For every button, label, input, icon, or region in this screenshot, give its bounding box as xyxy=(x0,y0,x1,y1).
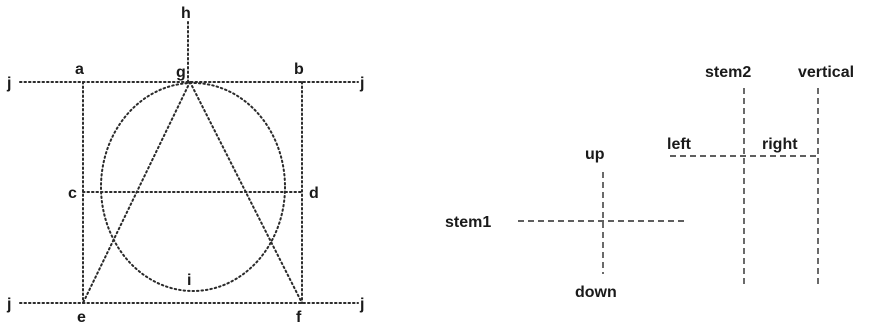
label-stem1: stem1 xyxy=(445,214,491,231)
label-j-bottom-left: j xyxy=(6,296,11,313)
label-j-top-left: j xyxy=(6,75,11,92)
label-a: a xyxy=(75,61,84,78)
label-j-bottom-right: j xyxy=(359,296,364,313)
label-up: up xyxy=(585,146,605,163)
label-left: left xyxy=(667,136,692,153)
label-f: f xyxy=(296,309,302,324)
label-stem2: stem2 xyxy=(705,64,751,81)
label-c: c xyxy=(68,185,77,202)
stroke-diagram: stem2 vertical left right up stem1 down xyxy=(445,64,854,301)
label-down: down xyxy=(575,284,617,301)
label-g: g xyxy=(176,64,186,81)
circle xyxy=(100,82,286,292)
label-b: b xyxy=(294,61,304,78)
label-j-top-right: j xyxy=(359,75,364,92)
left-diagonal-line xyxy=(82,81,191,304)
label-i: i xyxy=(187,272,191,289)
label-h: h xyxy=(181,5,191,22)
label-d: d xyxy=(309,185,319,202)
right-diagonal-line xyxy=(189,81,303,304)
construction-diagram: h a g b j j c d i j j e f xyxy=(6,5,364,324)
label-e: e xyxy=(77,309,86,324)
label-right: right xyxy=(762,136,798,153)
label-vertical: vertical xyxy=(798,64,854,81)
